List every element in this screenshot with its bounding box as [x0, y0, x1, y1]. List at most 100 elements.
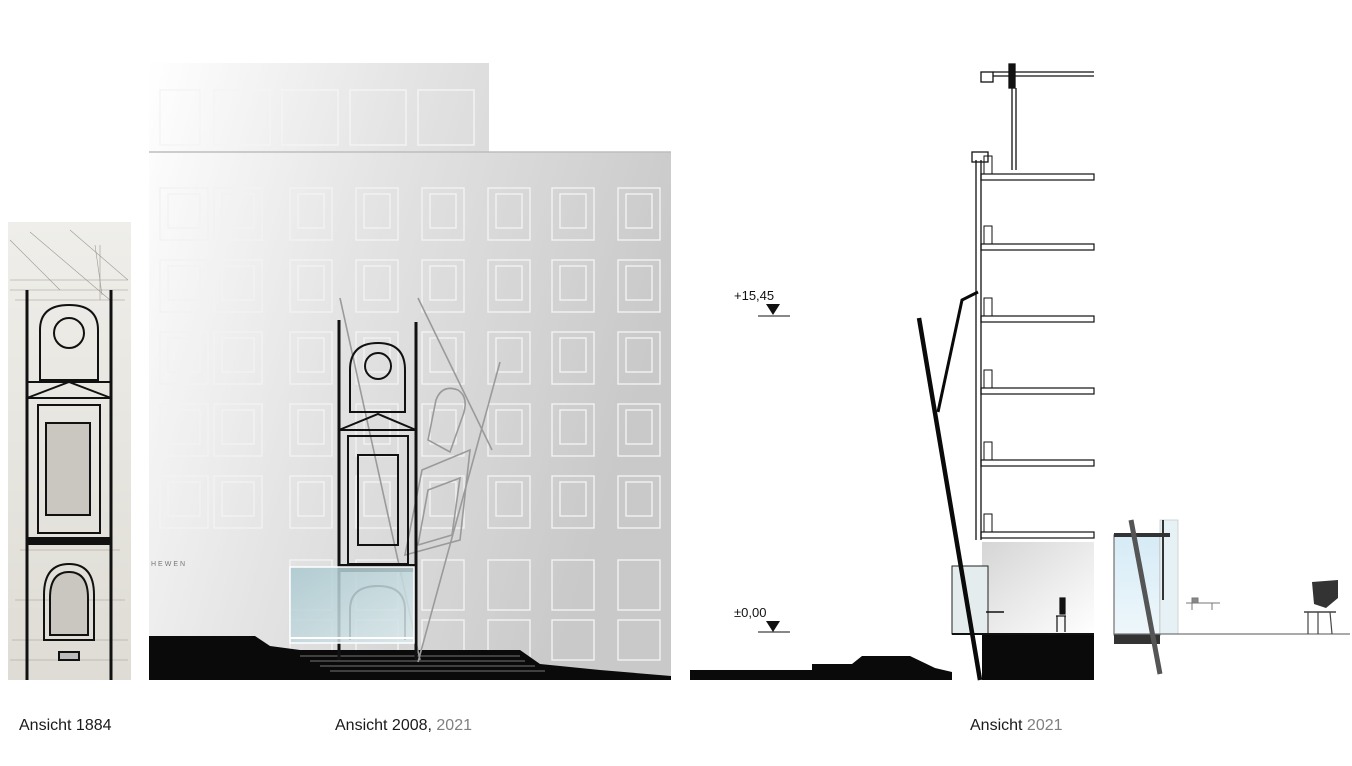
- facade-window-pane: [429, 193, 457, 229]
- facade-window: [617, 187, 661, 241]
- facade-window-pane: [297, 481, 325, 517]
- facade-window: [551, 331, 595, 385]
- basement-slab: [982, 634, 1094, 680]
- facade-window: [551, 619, 595, 661]
- facade-window: [617, 331, 661, 385]
- caption-view-2021-year: 2021: [1026, 717, 1063, 734]
- facade-window-pane: [559, 193, 587, 229]
- glass-pavilion-2008: [289, 566, 415, 644]
- panel-detail-2021: [1113, 519, 1350, 675]
- facade-window-pane: [625, 481, 653, 517]
- facade-window: [355, 187, 399, 241]
- facade-window: [213, 187, 263, 241]
- facade-window-pane: [495, 337, 523, 373]
- facade-window: [289, 259, 333, 313]
- facade-window: [421, 259, 465, 313]
- elevation-ground-label: ±0,00: [734, 605, 766, 620]
- facade-window-pane: [363, 337, 391, 373]
- caption-view-1884: Ansicht 1884: [19, 717, 112, 735]
- facade-window: [551, 187, 595, 241]
- facade-window: [289, 331, 333, 385]
- facade-window-pane: [495, 409, 523, 445]
- window-lintel: [983, 155, 993, 175]
- facade-window-pane: [429, 337, 457, 373]
- facade-window: [159, 475, 209, 529]
- facade-window: [355, 259, 399, 313]
- facade-window-pane: [221, 409, 255, 445]
- window-lintel: [983, 441, 993, 461]
- facade-window-pane: [559, 265, 587, 301]
- window-lintel: [983, 297, 993, 317]
- person-figure: [1056, 597, 1066, 632]
- floor-slab: [980, 243, 1095, 251]
- facade-window-pane: [559, 409, 587, 445]
- facade-window: [421, 187, 465, 241]
- facade-window: [355, 331, 399, 385]
- facade-window: [159, 331, 209, 385]
- facade-window: [487, 475, 531, 529]
- caption-view-2008-text: Ansicht 2008,: [335, 717, 432, 734]
- caption-view-2021-text: Ansicht: [970, 717, 1023, 734]
- facade-window: [213, 475, 263, 529]
- detail-table: [1186, 597, 1220, 610]
- ground-floor-interior: [982, 542, 1094, 634]
- facade-window-pane: [167, 265, 201, 301]
- facade-window-pane: [625, 265, 653, 301]
- facade-window-pane: [363, 193, 391, 229]
- elevation-marker-ground: [758, 621, 790, 633]
- facade-window-pane: [221, 481, 255, 517]
- floor-slab: [980, 387, 1095, 395]
- facade-window-pane: [625, 193, 653, 229]
- facade-window: [421, 559, 465, 611]
- facade-window: [289, 187, 333, 241]
- facade-window-pane: [167, 481, 201, 517]
- facade-window: [487, 259, 531, 313]
- facade-window-pane: [429, 481, 457, 517]
- facade-window-pane: [363, 265, 391, 301]
- facade-window-pane: [495, 193, 523, 229]
- facade-window: [551, 559, 595, 611]
- facade-window-pane: [559, 481, 587, 517]
- neighbour-facade: [149, 63, 671, 680]
- facade-window: [617, 259, 661, 313]
- facade-window: [551, 259, 595, 313]
- window-lintel: [983, 225, 993, 245]
- facade-window: [421, 403, 465, 457]
- facade-window: [289, 475, 333, 529]
- facade-window-pane: [297, 193, 325, 229]
- ghost-tilted-kiosk: [339, 297, 501, 663]
- panel-view-2008: HEWEN: [149, 63, 671, 680]
- facade-window: [551, 475, 595, 529]
- facade-window-pane: [221, 193, 255, 229]
- facade-window-grid: [159, 89, 475, 146]
- facade-window-pane: [625, 409, 653, 445]
- facade-window: [551, 403, 595, 457]
- facade-window: [421, 331, 465, 385]
- detail-figure-chair: [1304, 580, 1338, 635]
- facade-window: [487, 331, 531, 385]
- facade-window: [159, 187, 209, 241]
- window-lintel: [983, 513, 993, 533]
- facade-window-pane: [167, 337, 201, 373]
- facade-window: [617, 619, 661, 661]
- facade-sign-text: HEWEN: [151, 561, 187, 568]
- floor-slab: [980, 459, 1095, 467]
- caption-view-1884-text: Ansicht 1884: [19, 717, 112, 734]
- detail-tilted-post: [1128, 519, 1163, 675]
- facade-window: [213, 403, 263, 457]
- facade-window: [487, 187, 531, 241]
- facade-window: [487, 403, 531, 457]
- facade-window: [487, 559, 531, 611]
- facade-window-pane: [167, 409, 201, 445]
- facade-window-pane: [221, 265, 255, 301]
- facade-window-pane: [363, 409, 391, 445]
- facade-window-pane: [297, 265, 325, 301]
- kiosk-1884: [25, 290, 113, 680]
- facade-window-pane: [297, 409, 325, 445]
- facade-window: [617, 403, 661, 457]
- building-section: [971, 63, 1094, 540]
- floor-slabs: [980, 155, 1095, 539]
- panel-view-1884: [8, 222, 131, 680]
- ground-section-2008: [149, 636, 671, 680]
